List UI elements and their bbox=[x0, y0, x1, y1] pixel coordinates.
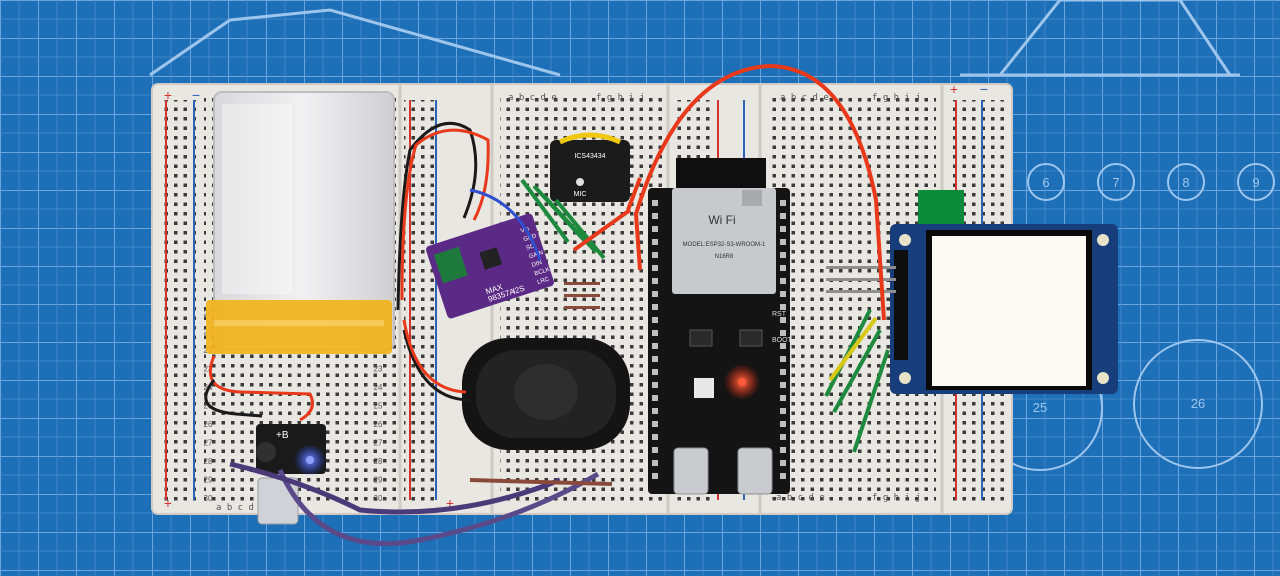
rst-label: RST bbox=[772, 311, 787, 318]
column-letters: f g h i j bbox=[596, 93, 645, 103]
wires bbox=[204, 63, 886, 547]
row-number: 23 bbox=[374, 365, 383, 374]
module-sub: N16R8 bbox=[715, 254, 734, 260]
rail-plus-mark: + bbox=[950, 81, 958, 97]
mic-model: ICS43434 bbox=[574, 153, 605, 160]
column-letters: a b c d e bbox=[216, 503, 265, 513]
rail-plus-mark: + bbox=[446, 495, 454, 511]
row-number: 29 bbox=[204, 476, 213, 485]
row-number: 28 bbox=[204, 457, 213, 466]
column-letters: f g h i j bbox=[872, 493, 921, 503]
jumper-stubs bbox=[520, 178, 890, 453]
row-number: 24 bbox=[374, 383, 383, 392]
mat-number: 7 bbox=[1112, 175, 1119, 190]
amp-pin-label: SD bbox=[526, 243, 536, 251]
lipo-battery bbox=[206, 91, 395, 354]
mic-label: MIC bbox=[574, 191, 587, 198]
row-number: 27 bbox=[204, 439, 213, 448]
mat-number: 25 bbox=[1033, 400, 1047, 415]
row-number: 23 bbox=[204, 365, 213, 374]
row-number: 26 bbox=[204, 420, 213, 429]
rail-plus-mark: + bbox=[164, 495, 172, 511]
column-letters: f g h i j bbox=[872, 93, 921, 103]
amp-pin-label: LRC bbox=[537, 276, 551, 286]
mat-number: 6 bbox=[1042, 175, 1049, 190]
row-number: 29 bbox=[374, 476, 383, 485]
mat-number: 9 bbox=[1252, 175, 1259, 190]
row-number: 27 bbox=[374, 439, 383, 448]
rail-minus-mark: − bbox=[192, 87, 200, 103]
amp-pin-label: GAIN bbox=[528, 250, 544, 260]
mat-number: 8 bbox=[1182, 175, 1189, 190]
wifi-logo: Wi Fi bbox=[708, 213, 735, 227]
row-number: 30 bbox=[374, 494, 383, 503]
rail-minus-mark: − bbox=[980, 81, 988, 97]
amp-side-label: I2S bbox=[512, 284, 526, 296]
display-screen bbox=[932, 236, 1086, 386]
charger-label: +B bbox=[276, 430, 289, 441]
speaker bbox=[462, 338, 630, 450]
column-letters: a b c d e bbox=[508, 93, 557, 103]
amp-pin-label: BCLK bbox=[534, 267, 551, 278]
column-letters: a b c d e bbox=[780, 93, 829, 103]
esp32-board: Wi Fi MODEL:ESP32-S3-WROOM-1 N16R8 RST B… bbox=[648, 158, 793, 495]
row-number: 30 bbox=[204, 494, 213, 503]
mat-number: 26 bbox=[1191, 396, 1205, 411]
mic-module: ICS43434 MIC bbox=[550, 132, 630, 202]
column-letters: a b c d e bbox=[776, 493, 825, 503]
row-number: 26 bbox=[374, 420, 383, 429]
row-number: 25 bbox=[374, 402, 383, 411]
module-model: MODEL:ESP32-S3-WROOM-1 bbox=[683, 242, 766, 248]
rail-plus-mark: + bbox=[164, 87, 172, 103]
boot-label: BOOT bbox=[772, 337, 793, 344]
tft-display bbox=[826, 190, 1118, 394]
amp-pin-label: DIN bbox=[531, 260, 543, 269]
row-number: 28 bbox=[374, 457, 383, 466]
